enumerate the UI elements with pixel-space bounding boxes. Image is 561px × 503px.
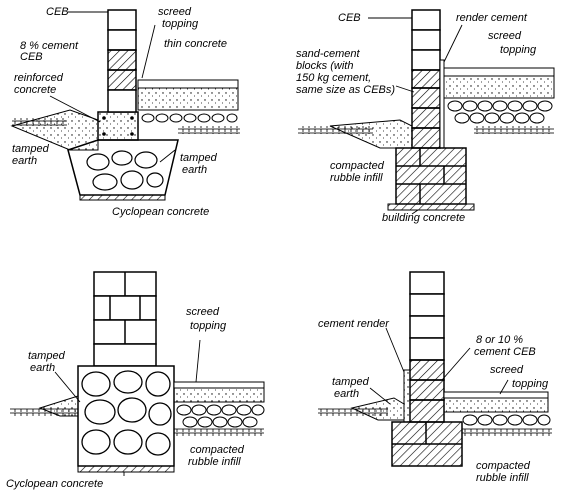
label-compacted-tr-1: compacted	[330, 160, 384, 172]
leaders-top-right	[368, 17, 463, 215]
cyclopean-stones	[86, 150, 164, 191]
label-tamped-earth-left-1: tamped	[12, 143, 49, 155]
panel-top-right	[298, 9, 555, 215]
ground-strip-left-br	[318, 408, 388, 416]
label-sand-cement-3: 150 kg cement,	[296, 72, 372, 84]
rubble-bl	[176, 404, 265, 428]
thin-concrete	[137, 87, 239, 111]
rubble-tr	[447, 100, 553, 124]
label-reinforced-2: concrete	[14, 84, 57, 96]
label-ceb: CEB	[46, 6, 69, 18]
label-topping-bl: topping	[190, 320, 227, 332]
label-cement-ceb-1: 8 % cement	[20, 40, 79, 52]
label-topping: topping	[162, 18, 199, 30]
ground-strip-left-bl	[10, 408, 80, 416]
label-tamped-br-1: tamped	[332, 376, 369, 388]
render-cement-strip	[439, 59, 445, 149]
ceb-wall-tr	[411, 9, 441, 149]
label-tamped-bl-2: earth	[30, 362, 56, 374]
label-thin-concrete: thin concrete	[164, 38, 227, 50]
building-concrete-base	[387, 203, 475, 211]
label-compacted-br-1: compacted	[476, 460, 530, 472]
label-cement-ceb-2: CEB	[20, 51, 43, 63]
label-cement-ceb-br-2: cement CEB	[474, 346, 536, 358]
label-sand-cement-2: blocks (with	[296, 60, 354, 72]
panel-bottom-left	[10, 271, 265, 476]
panel-top-left	[10, 9, 240, 201]
label-cyclopean-bl: Cyclopean concrete	[6, 478, 104, 490]
label-screed: screed	[158, 6, 192, 18]
reinforced-concrete-beam	[97, 111, 139, 141]
label-compacted-bl-2: rubble infill	[188, 456, 241, 468]
label-tamped-earth-right-2: earth	[182, 164, 208, 176]
screed-topping-tr	[443, 67, 555, 77]
concrete-slab-tr	[443, 75, 555, 99]
label-ceb-tr: CEB	[338, 12, 361, 24]
ground-strip-right-bl	[174, 428, 264, 436]
label-cement-render: cement render	[318, 318, 389, 330]
concrete-slab-bl	[173, 387, 265, 403]
block-footing-br	[391, 421, 463, 467]
concrete-slab-br	[443, 397, 549, 413]
ceb-wall-bl	[93, 271, 157, 367]
label-tamped-bl-1: tamped	[28, 350, 65, 362]
ground-strip-left-tr	[298, 126, 373, 134]
rubble-top-left	[141, 113, 238, 123]
label-topping-br: topping	[512, 378, 549, 390]
label-topping-tr: topping	[500, 44, 537, 56]
ceb-wall	[107, 9, 137, 113]
label-tamped-br-2: earth	[334, 388, 360, 400]
cement-render-strip	[403, 369, 411, 423]
ground-strip-right	[178, 126, 240, 134]
label-cement-ceb-br-1: 8 or 10 %	[476, 334, 524, 346]
tamped-earth-br	[350, 397, 405, 421]
label-screed-bl: screed	[186, 306, 220, 318]
ground-strip-right-tr	[474, 126, 554, 134]
label-tamped-earth-left-2: earth	[12, 155, 38, 167]
foundation-base-bl	[77, 465, 175, 473]
screed-topping-bl	[173, 381, 265, 389]
foundation-base	[79, 194, 166, 201]
label-building-concrete: building concrete	[382, 212, 466, 224]
label-screed-tr: screed	[488, 30, 522, 42]
screed-topping-br	[443, 391, 549, 399]
cyclopean-stones-bl	[81, 370, 172, 456]
label-reinforced-1: reinforced	[14, 72, 63, 84]
ceb-wall-br	[409, 271, 445, 423]
label-render-cement: render cement	[456, 12, 527, 24]
panel-bottom-right	[318, 271, 552, 467]
leaders-bottom-right	[369, 327, 509, 405]
label-screed-br: screed	[490, 364, 524, 376]
leaders-top-left	[49, 11, 176, 163]
label-sand-cement-1: sand-cement	[296, 48, 360, 60]
ground-strip-right-br	[462, 428, 552, 436]
label-tamped-earth-right-1: tamped	[180, 152, 217, 164]
rubble-br	[462, 414, 551, 426]
label-compacted-tr-2: rubble infill	[330, 172, 383, 184]
leaders-bottom-left	[54, 339, 201, 476]
foundation-trench	[67, 139, 179, 196]
label-cyclopean-tl: Cyclopean concrete	[112, 206, 210, 218]
screed-topping	[137, 79, 239, 89]
label-sand-cement-4: same size as CEBs)	[296, 84, 396, 96]
block-footing-tr	[395, 147, 467, 205]
label-compacted-bl-1: compacted	[190, 444, 244, 456]
label-compacted-br-2: rubble infill	[476, 472, 529, 484]
